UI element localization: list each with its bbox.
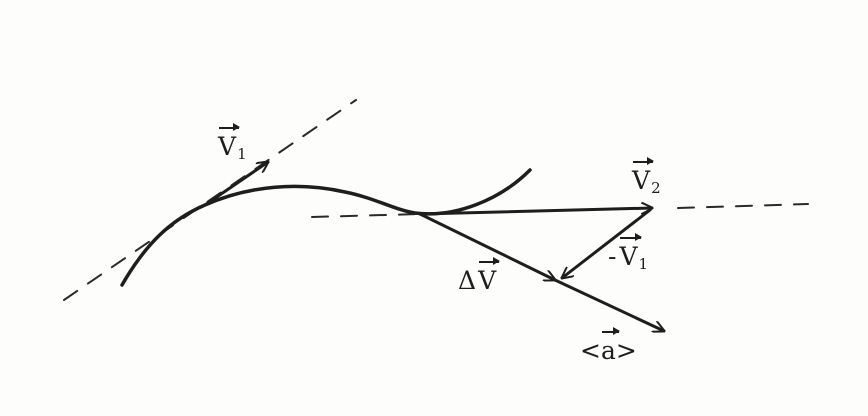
label-neg-v1: -V1: [608, 233, 649, 273]
vector-v2-arrow: [418, 208, 654, 216]
label-delta-v-prefix: Δ: [458, 266, 477, 295]
label-avg-acceleration-letter: a: [600, 327, 620, 365]
label-v1-letter: V: [218, 123, 241, 161]
label-avg-acceleration-close: >: [615, 336, 637, 365]
vector-avg-acceleration-arrow: [553, 278, 664, 331]
tangent-line-v2-right: [677, 203, 809, 209]
label-avg-acceleration: <a>: [580, 327, 637, 365]
label-avg-acceleration-open: <: [580, 336, 601, 365]
label-v1-sub: 1: [237, 145, 247, 163]
label-neg-v1-letter: V: [619, 233, 642, 271]
label-v1: V1: [218, 123, 247, 163]
vector-v1-arrow: [203, 162, 268, 207]
trajectory-curve: [120, 168, 532, 287]
vector-delta-v-arrow: [418, 212, 555, 280]
label-delta-v: ΔV: [458, 257, 501, 295]
vector-neg-v1-arrow: [562, 208, 652, 278]
label-v2-letter: V: [632, 157, 655, 195]
label-delta-v-letter: V: [478, 257, 501, 295]
label-neg-v1-sign: -: [608, 242, 617, 271]
label-v2-sub: 2: [651, 179, 661, 197]
tangent-line-v2-left: [311, 213, 421, 218]
label-neg-v1-sub: 1: [638, 255, 649, 273]
label-v2: V2: [632, 157, 661, 197]
